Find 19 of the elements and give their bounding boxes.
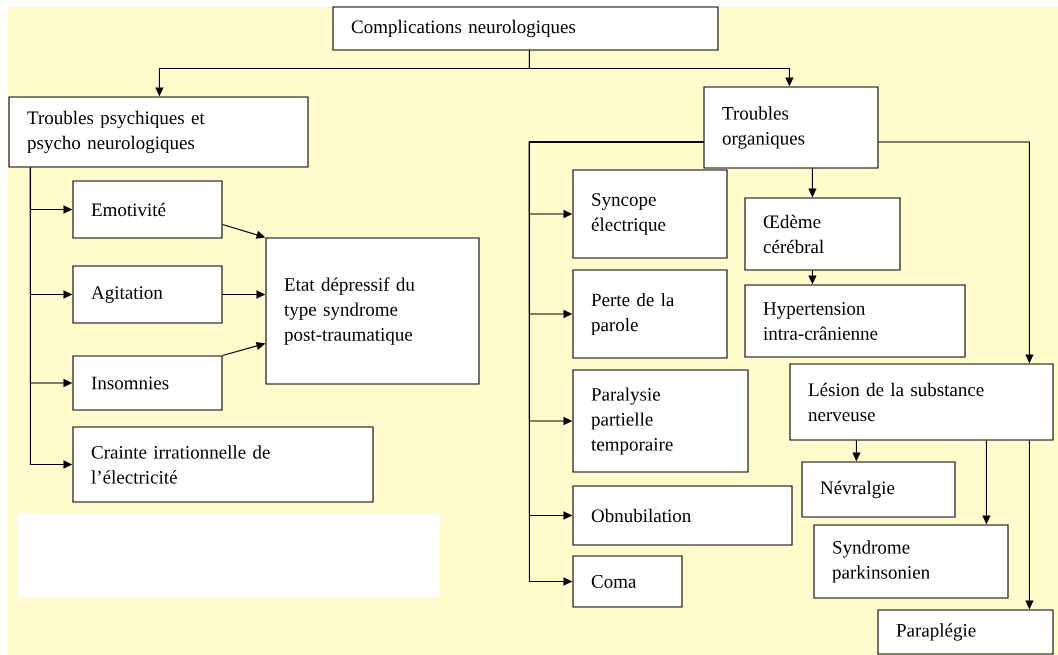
text-box: Crainte irrationnelle de l’électricité — [72, 426, 374, 503]
text-box: Troubles psychiques et psycho neurologiques — [8, 96, 309, 168]
text-box: Etat dépressif du type syndrome post-traumatique — [265, 237, 480, 385]
text-box: Œdème cérébral — [744, 197, 901, 271]
text-box: Hypertension intra-crânienne — [744, 284, 966, 358]
text-box: Agitation — [72, 265, 223, 324]
text-box: Troubles organiques — [703, 86, 879, 169]
text-box: Paraplégie — [877, 609, 1054, 655]
text-box: Obnubilation — [572, 485, 793, 546]
text-box: Complications neurologiques — [332, 6, 719, 51]
text-box: Névralgie — [801, 461, 956, 518]
text-box: Lésion de la substance nerveuse — [789, 363, 1054, 441]
text-box: Insomnies — [72, 355, 223, 411]
text-box: Emotivité — [72, 180, 223, 239]
text-box: Perte de la parole — [572, 269, 728, 359]
text-box: Syncope électrique — [572, 169, 728, 259]
text-box: Paralysie partielle temporaire — [572, 369, 749, 473]
text-box: Coma — [572, 555, 683, 608]
text-box: Syndrome parkinsonien — [813, 524, 1009, 599]
